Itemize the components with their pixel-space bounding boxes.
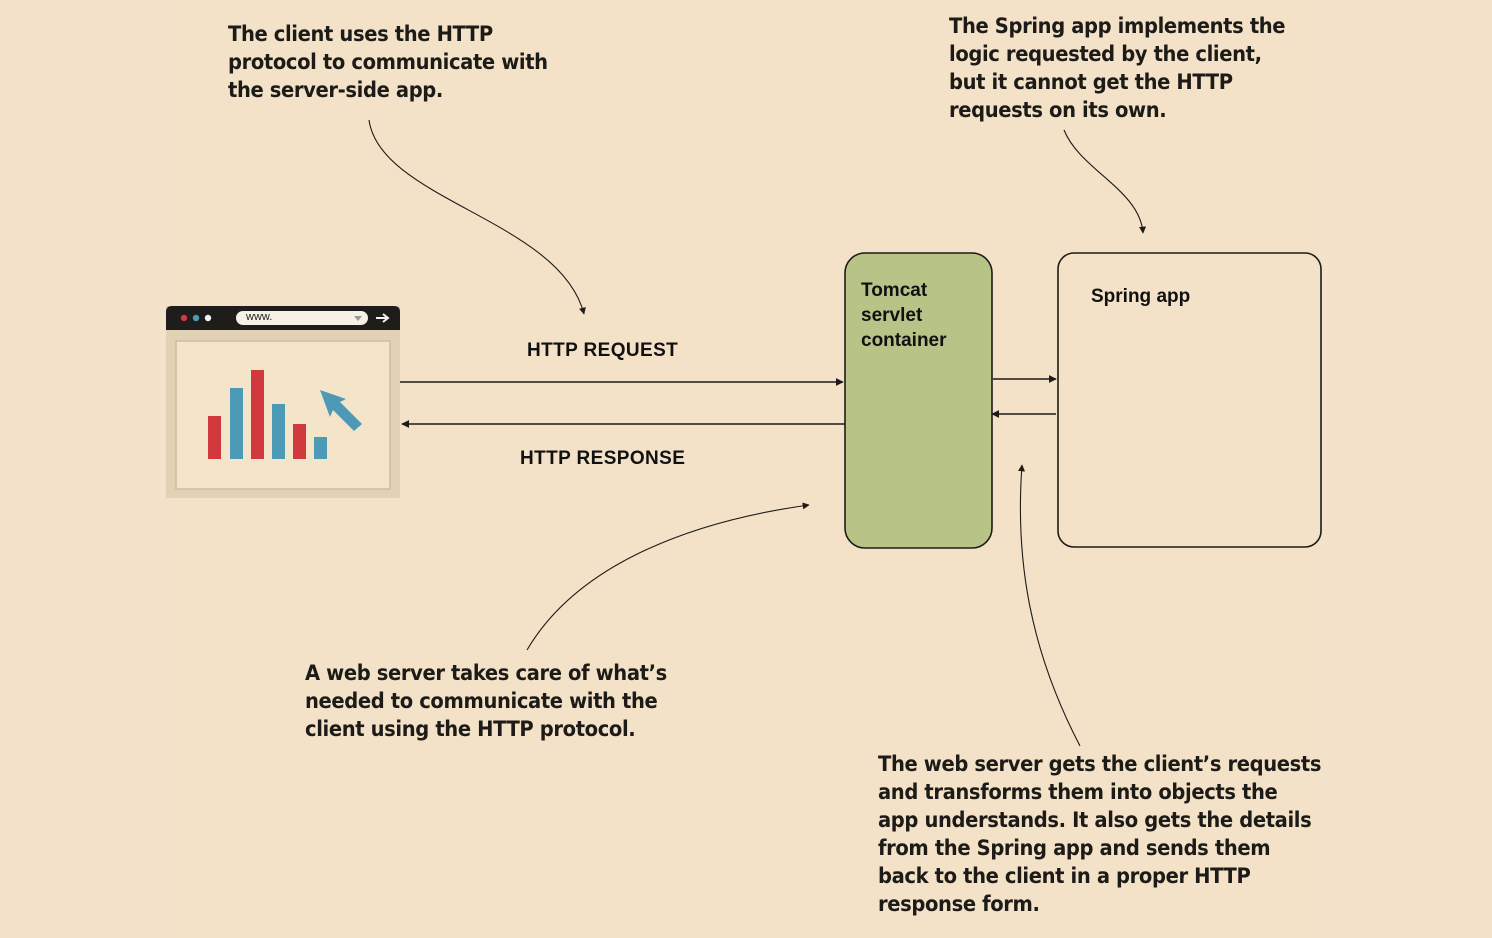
spring-app-label: Spring app (1091, 286, 1191, 307)
http-request-label: HTTP REQUEST (527, 340, 679, 361)
graphic-bar (314, 437, 327, 459)
http-response-label: HTTP RESPONSE (520, 448, 686, 469)
window-dot-blue-icon (192, 314, 200, 322)
browser-url-text: www. (246, 311, 273, 323)
tomcat-label-line: container (861, 330, 947, 351)
transform-callout: The web server gets the client’s request… (878, 750, 1322, 918)
client-http-callout: The client uses the HTTP protocol to com… (228, 20, 548, 104)
callout-line: logic requested by the client, (949, 42, 1262, 66)
callout-line: The client uses the HTTP (228, 22, 493, 46)
spring-callout-leader (1063, 129, 1147, 234)
window-dot-red-icon (180, 314, 188, 322)
graphic-bar (251, 370, 264, 459)
bar-graphic (208, 370, 327, 459)
web-server-callout-leader (526, 502, 810, 651)
tomcat-box (844, 252, 993, 549)
callout-line: The Spring app implements the (949, 14, 1286, 38)
tomcat-label-line: Tomcat (861, 280, 928, 301)
callout-line: but it cannot get the HTTP (949, 70, 1233, 94)
browser-window (166, 306, 400, 498)
transform-callout-leader (1018, 464, 1081, 747)
callout-line: and transforms them into objects the (878, 780, 1278, 804)
graphic-bar (208, 416, 221, 459)
dropdown-caret-icon (354, 316, 362, 321)
window-dot-white-icon (204, 314, 212, 322)
callout-line: app understands. It also gets the detail… (878, 808, 1312, 832)
callout-line: client using the HTTP protocol. (305, 717, 636, 741)
callout-line: response form. (878, 892, 1040, 916)
callout-line: The web server gets the client’s request… (878, 752, 1322, 776)
graphic-bar (230, 388, 243, 459)
callout-line: A web server takes care of what’s (305, 661, 667, 685)
callout-line: needed to communicate with the (305, 689, 658, 713)
graphic-bar (293, 424, 306, 459)
callout-line: back to the client in a proper HTTP (878, 864, 1251, 888)
tomcat-label-line: servlet (861, 305, 923, 326)
callout-line: requests on its own. (949, 98, 1167, 122)
callout-line: protocol to communicate with (228, 50, 548, 74)
spring-logic-callout: The Spring app implements the logic requ… (949, 12, 1286, 124)
web-server-callout: A web server takes care of what’s needed… (305, 659, 667, 743)
spring-app-box (1057, 252, 1322, 548)
callout-line: the server-side app. (228, 78, 443, 102)
forward-arrow-icon (376, 313, 390, 323)
browser-address-bar (236, 311, 368, 325)
callout-line: from the Spring app and sends them (878, 836, 1271, 860)
client-callout-leader (368, 119, 586, 315)
tomcat-label: Tomcat servlet container (861, 278, 947, 353)
graphic-bar (272, 404, 285, 459)
cursor-arrow-icon (320, 390, 362, 431)
